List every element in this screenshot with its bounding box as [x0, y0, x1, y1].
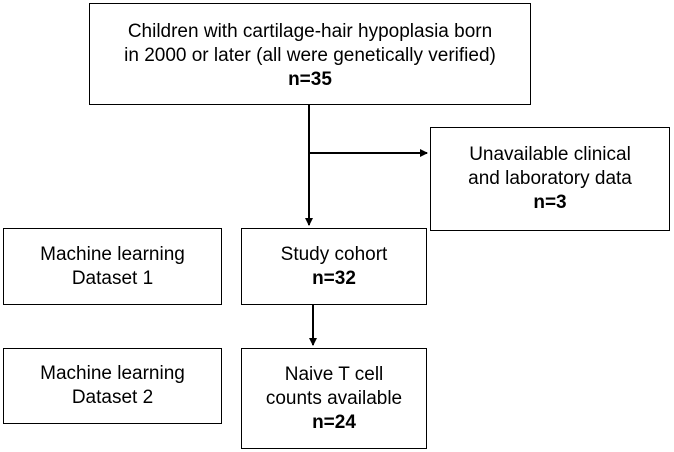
- ml-dataset-1-box: Machine learning Dataset 1: [3, 228, 222, 305]
- naive-t-cell-line2: counts available: [265, 387, 403, 409]
- unavailable-data-line2: and laboratory data: [468, 168, 632, 189]
- total-children-box: Children with cartilage-hair hypoplasia …: [89, 3, 531, 105]
- total-children-count: n=35: [288, 69, 332, 90]
- study-cohort-line1: Study cohort: [280, 243, 388, 265]
- study-cohort-box: Study cohort n=32: [241, 228, 427, 305]
- unavailable-data-count: n=3: [533, 192, 567, 213]
- ml-dataset-2-box: Machine learning Dataset 2: [3, 348, 222, 424]
- ml-dataset-2-line1: Machine learning: [40, 363, 185, 384]
- naive-t-cell-box: Naive T cell counts available n=24: [241, 348, 427, 449]
- unavailable-data-line1: Unavailable clinical: [469, 144, 631, 165]
- total-children-line1: Children with cartilage-hair hypoplasia …: [127, 21, 493, 42]
- ml-dataset-1-line2: Dataset 1: [71, 267, 154, 289]
- naive-t-cell-line1: Naive T cell: [284, 363, 384, 385]
- naive-t-cell-count: n=24: [312, 411, 356, 433]
- unavailable-data-box: Unavailable clinical and laboratory data…: [430, 127, 670, 231]
- ml-dataset-2-line2: Dataset 2: [71, 387, 154, 408]
- study-cohort-count: n=32: [312, 267, 356, 289]
- ml-dataset-1-line1: Machine learning: [40, 243, 185, 265]
- total-children-line2: in 2000 or later (all were genetically v…: [124, 45, 496, 66]
